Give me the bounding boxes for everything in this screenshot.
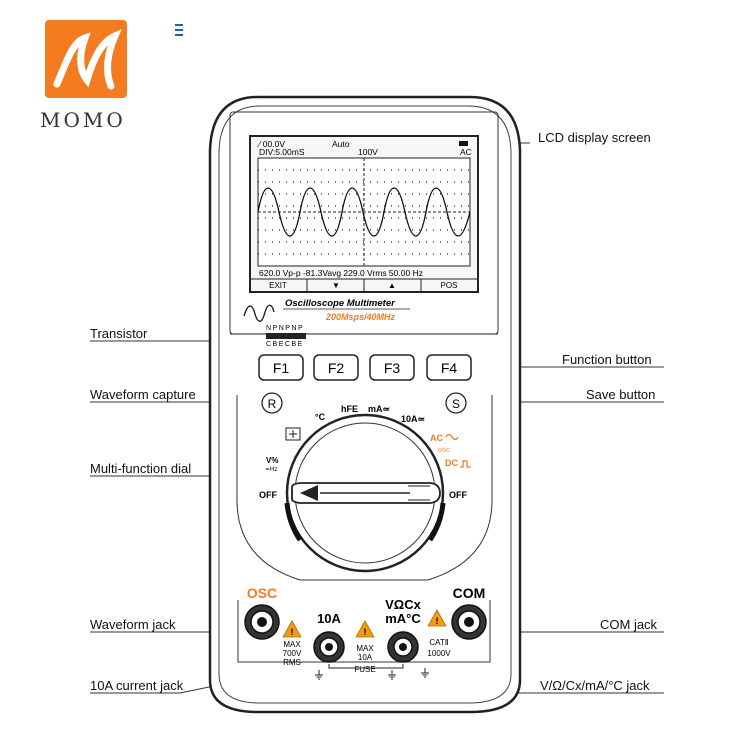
- callout-transistor: Transistor: [90, 326, 148, 341]
- callout-save-button: Save button: [586, 387, 656, 402]
- f4-button[interactable]: F4: [426, 354, 472, 381]
- dial-off-left: OFF: [259, 490, 277, 500]
- dial-v: V%: [266, 456, 278, 465]
- com-jack[interactable]: [451, 604, 487, 640]
- softkey-3: ▲: [388, 281, 396, 290]
- dial-osc: OSC: [438, 448, 450, 454]
- brand-logo: [45, 20, 127, 98]
- dial-dc: DC: [445, 458, 458, 468]
- callout-com-jack: COM jack: [600, 617, 658, 632]
- dial-hz: ≃Hz: [265, 467, 277, 473]
- f2-button[interactable]: F2: [313, 354, 359, 381]
- softkey-1: EXIT: [269, 281, 287, 290]
- callout-10a-jack: 10A current jack: [90, 678, 184, 693]
- f1-button[interactable]: F1: [258, 354, 304, 381]
- callout-dial: Multi-function dial: [90, 461, 192, 476]
- warn1-line3: RMS: [283, 658, 301, 667]
- product-title: Oscilloscope Multimeter: [285, 298, 396, 309]
- transistor-top-label: NPNPNP: [266, 325, 304, 332]
- lcd-mode: Auto: [332, 139, 350, 149]
- f3-label: F3: [384, 360, 401, 376]
- logo-mark-icon: [53, 29, 122, 90]
- f1-label: F1: [273, 360, 290, 376]
- warning-icon-1: !: [282, 620, 302, 638]
- lcd-waveform: [257, 187, 471, 237]
- dial-panel: [236, 395, 493, 581]
- lcd-coupling: AC: [460, 147, 472, 157]
- warn1-line1: MAX: [283, 640, 301, 649]
- warning-icon-3: !: [427, 609, 447, 627]
- f4-label: F4: [441, 360, 458, 376]
- dial-pointer-arrow-icon: [300, 485, 318, 501]
- dial-off-right: OFF: [449, 490, 467, 500]
- jack-panel: [237, 600, 491, 663]
- product-spec: 200Msps/40MHz: [325, 312, 396, 322]
- dial-hfe: hFE: [341, 404, 358, 414]
- callout-function-button: Function button: [562, 352, 652, 367]
- warn3-line2: 1000V: [427, 649, 451, 658]
- softkey-2: ▼: [332, 281, 340, 290]
- warn2-line3: FUSE: [354, 665, 375, 674]
- s-label: S: [452, 397, 460, 411]
- 10a-jack[interactable]: [313, 631, 345, 663]
- svg-text:!: !: [291, 627, 294, 637]
- warn1-line2: 700V: [283, 649, 302, 658]
- lcd-div: DIV:5.00mS: [259, 147, 305, 157]
- dial-ac: AC: [430, 433, 443, 443]
- wave-logo-icon: [243, 304, 275, 322]
- osc-jack-label: OSC: [247, 585, 277, 601]
- s-button[interactable]: S: [445, 392, 467, 414]
- svg-text:!: !: [436, 616, 439, 626]
- ground-icons: [315, 668, 429, 680]
- battery-icon: [459, 141, 468, 146]
- dc-square-icon: [460, 460, 471, 468]
- diode-icon: [285, 427, 301, 441]
- device-inner-rim: [218, 105, 512, 704]
- v-ohm-jack[interactable]: [387, 631, 419, 663]
- dial-celsius: °C: [315, 412, 326, 422]
- callout-lcd: LCD display screen: [538, 130, 651, 145]
- transistor-bottom-label: CBECBE: [266, 341, 304, 348]
- dial-10a: 10A≃: [401, 414, 425, 424]
- warning-icon-2: !: [355, 620, 375, 638]
- warn2-line1: MAX: [356, 644, 374, 653]
- ac-wave-icon: [445, 433, 459, 441]
- warn2-line2: 10A: [358, 653, 373, 662]
- lcd-readout: 620.0 Vp-p -81.3Vavg 229.0 Vrms 50.00 Hz: [259, 268, 423, 278]
- r-label: R: [268, 397, 277, 411]
- callout-waveform-capture: Waveform capture: [90, 387, 196, 402]
- lcd-volt: 100V: [358, 147, 378, 157]
- com-jack-label: COM: [453, 585, 486, 601]
- warn3-line1: CATⅡ: [429, 638, 448, 647]
- callout-waveform-jack: Waveform jack: [90, 617, 176, 632]
- svg-text:!: !: [364, 627, 367, 637]
- softkey-4: POS: [441, 281, 458, 290]
- multi-function-dial[interactable]: [284, 413, 446, 573]
- 10a-jack-label: 10A: [317, 611, 341, 626]
- fuse-bracket: [328, 664, 404, 669]
- r-button[interactable]: R: [261, 392, 283, 414]
- v-jack-label-bottom: mA°C: [385, 611, 421, 626]
- callout-v-jack: V/Ω/Cx/mA/°C jack: [540, 678, 650, 693]
- lcd-trigger: ⁄ 00.0V: [257, 139, 285, 149]
- v-jack-label-top: VΩCx: [385, 597, 421, 612]
- f3-button[interactable]: F3: [369, 354, 415, 381]
- menu-icon[interactable]: [175, 24, 183, 39]
- transistor-socket[interactable]: [266, 333, 306, 339]
- dial-ma: mA≃: [368, 404, 390, 414]
- brand-name: MOMO: [40, 108, 126, 132]
- osc-jack[interactable]: [244, 604, 280, 640]
- f2-label: F2: [328, 360, 345, 376]
